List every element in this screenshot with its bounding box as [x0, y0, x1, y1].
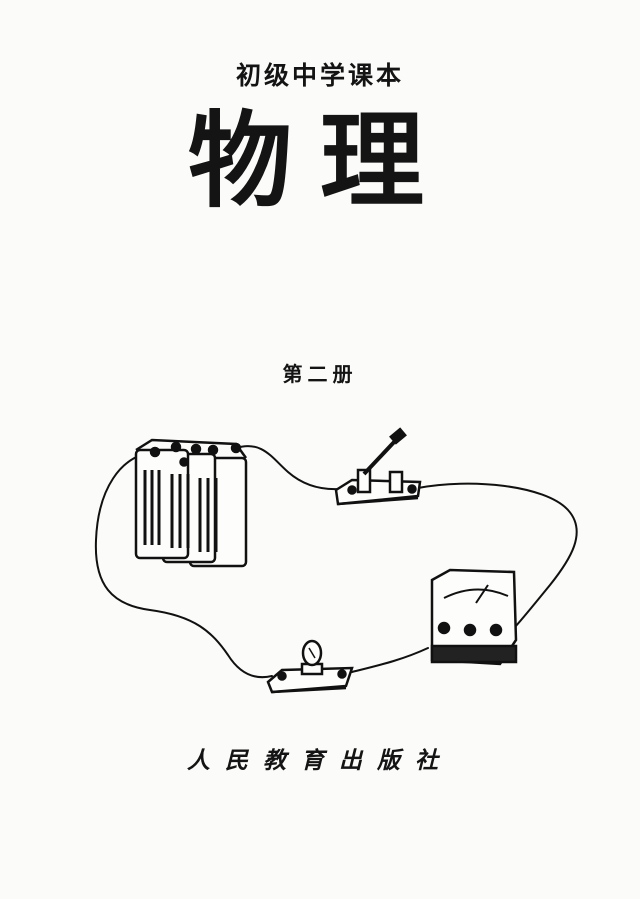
battery-icon: [134, 438, 248, 568]
main-title: 物理: [187, 99, 452, 222]
knife-switch-icon: [334, 427, 422, 506]
volume-label: 第二册: [282, 362, 358, 386]
meter-icon: [430, 568, 518, 666]
publisher-name: 人民教育出版社: [187, 748, 453, 774]
circuit-wire: [94, 445, 578, 679]
light-bulb-icon: [266, 639, 354, 694]
series-title: 初级中学课本: [235, 61, 404, 90]
